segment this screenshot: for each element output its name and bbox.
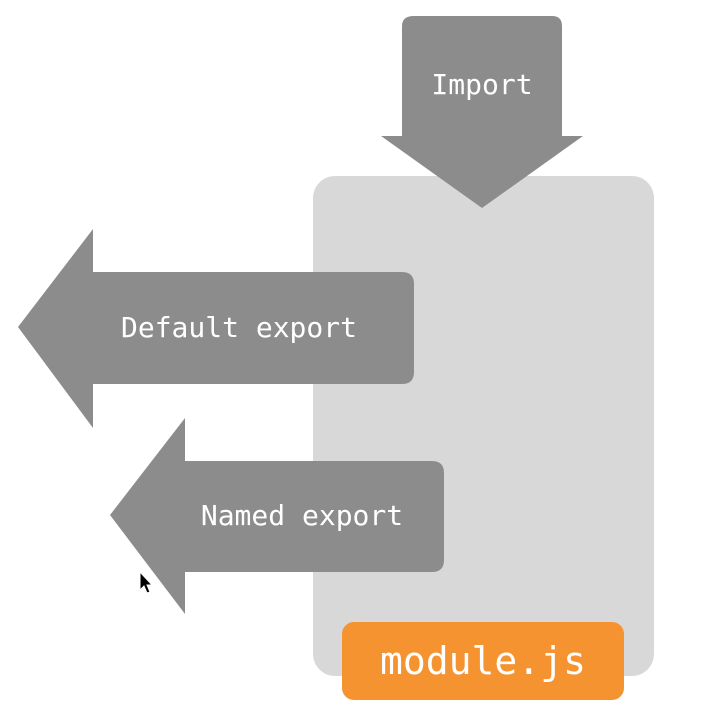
default-export-arrow-shape: [18, 229, 414, 428]
module-box: [313, 176, 654, 676]
mouse-pointer-icon: [139, 570, 154, 594]
named-export-arrow: Named export: [110, 418, 444, 614]
named-export-arrow-shape: [110, 418, 444, 614]
named-export-label: Named export: [201, 499, 403, 532]
default-export-arrow: Default export: [18, 229, 414, 428]
import-label: Import: [431, 68, 532, 101]
import-arrow-shape: [381, 16, 583, 208]
module-file-label: module.js: [380, 639, 586, 683]
default-export-label: Default export: [121, 311, 357, 344]
module-file-badge-bg: [342, 622, 624, 700]
import-arrow: Import: [381, 16, 583, 208]
module-file-badge: module.js: [342, 622, 624, 700]
